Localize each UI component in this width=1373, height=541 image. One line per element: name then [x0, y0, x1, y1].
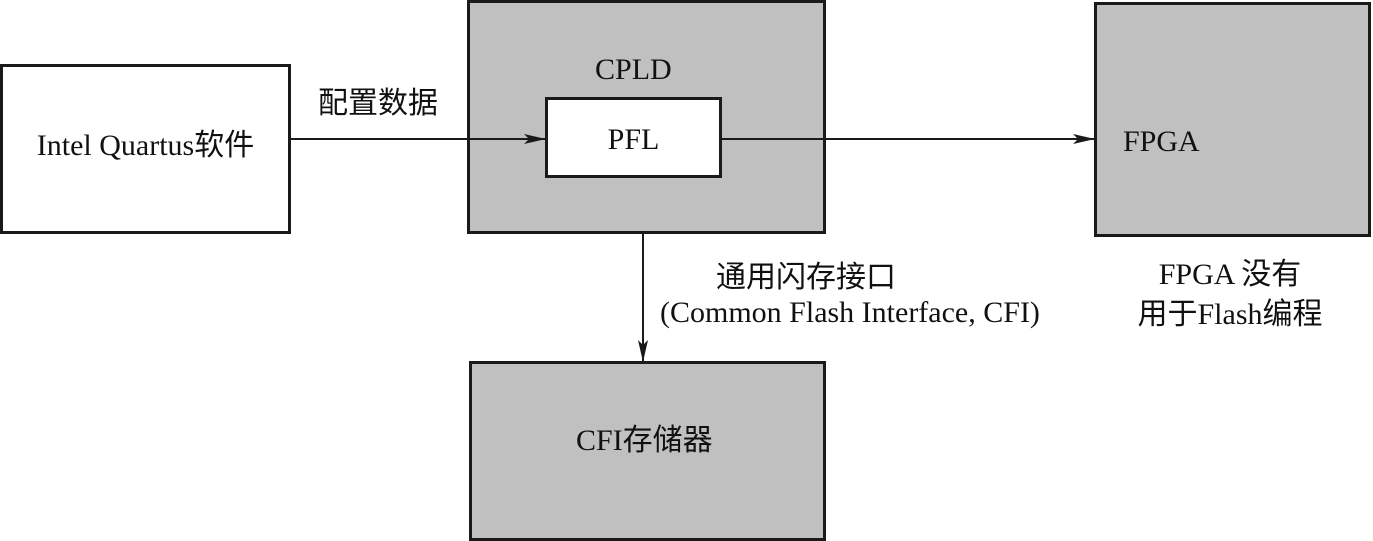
cfi-interface-line1: 通用闪存接口 — [716, 261, 896, 294]
fpga-note-line1: FPGA 没有 — [1158, 258, 1302, 291]
pfl-label: PFL — [607, 123, 660, 156]
config-data-label: 配置数据 — [318, 87, 438, 120]
fpga-box: FPGA — [1094, 2, 1371, 237]
cfi-memory-box: CFI存储器 — [469, 361, 826, 541]
cfi-memory-label: CFI存储器 — [576, 424, 713, 457]
software-box: Intel Quartus软件 — [0, 64, 291, 234]
cfi-interface-line2: (Common Flash Interface, CFI) — [660, 296, 1040, 329]
fpga-label: FPGA — [1123, 125, 1200, 158]
pfl-box: PFL — [545, 97, 722, 178]
fpga-note-line2: 用于Flash编程 — [1137, 298, 1323, 331]
cpld-label: CPLD — [595, 53, 672, 86]
software-label: Intel Quartus软件 — [36, 129, 255, 162]
